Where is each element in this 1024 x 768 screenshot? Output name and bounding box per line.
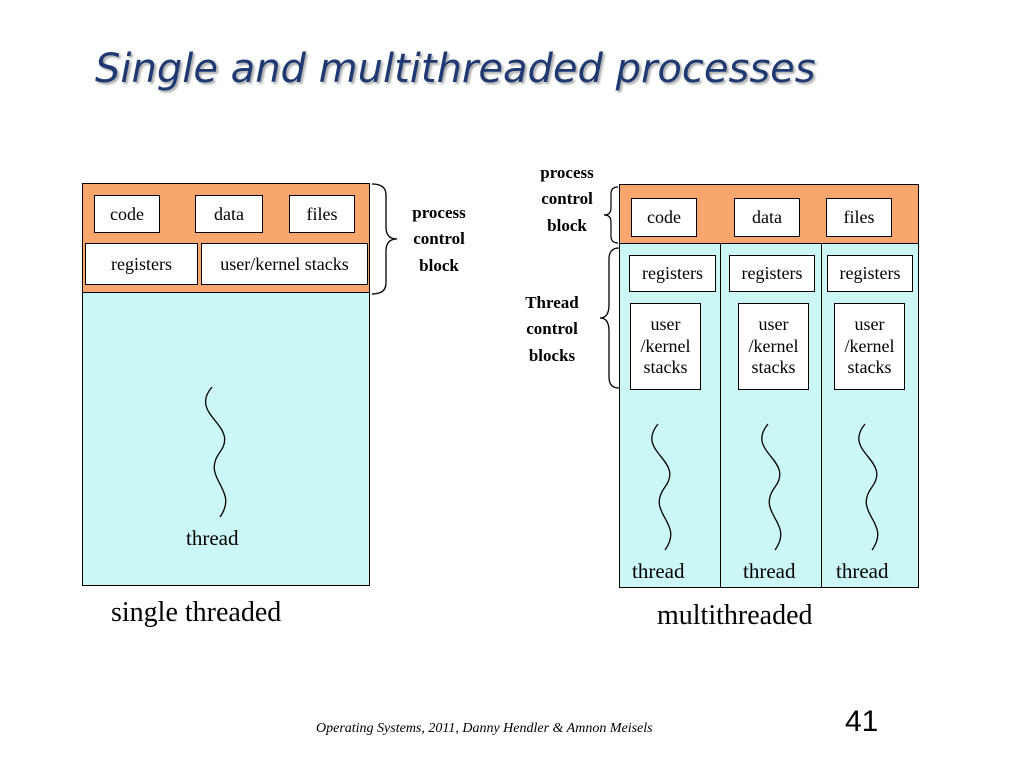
thread-divider	[720, 244, 721, 587]
page-number: 41	[845, 705, 879, 738]
single-stacks-box: user/kernel stacks	[201, 243, 368, 285]
single-pcb-brace	[371, 183, 398, 295]
single-data-box: data	[195, 195, 263, 233]
single-caption: single threaded	[111, 597, 282, 628]
thread3-registers-box: registers	[827, 255, 913, 292]
single-files-box: files	[289, 195, 355, 233]
thread2-registers-box: registers	[729, 255, 815, 292]
thread2-label: thread	[743, 559, 796, 583]
multi-pcb-label: process control block	[540, 163, 594, 235]
single-thread-label: thread	[186, 526, 239, 550]
single-thread-squiggle	[204, 386, 227, 518]
thread3-squiggle	[858, 423, 879, 551]
thread-divider	[821, 244, 822, 587]
thread3-stack-box: user /kernel stacks	[834, 303, 905, 390]
multi-caption: multithreaded	[657, 600, 813, 631]
footer-citation: Operating Systems, 2011, Danny Hendler &…	[316, 721, 653, 736]
thread-control-blocks-brace	[599, 247, 620, 389]
multi-code-box: code	[631, 198, 697, 237]
thread1-stack-box: user /kernel stacks	[630, 303, 701, 390]
thread2-squiggle	[761, 423, 782, 551]
thread-control-blocks-label: Thread control blocks	[525, 293, 579, 365]
slide-title: Single and multithreaded processes	[95, 46, 816, 92]
thread1-label: thread	[632, 559, 685, 583]
multi-data-box: data	[734, 198, 800, 237]
single-registers-box: registers	[85, 243, 198, 285]
thread2-stack-box: user /kernel stacks	[738, 303, 809, 390]
thread1-registers-box: registers	[629, 255, 716, 292]
multi-pcb-brace	[603, 186, 619, 244]
single-pcb-label: process control block	[412, 203, 466, 275]
thread1-squiggle	[651, 423, 672, 551]
thread3-label: thread	[836, 559, 889, 583]
multi-files-box: files	[826, 198, 892, 237]
single-code-box: code	[94, 195, 160, 233]
